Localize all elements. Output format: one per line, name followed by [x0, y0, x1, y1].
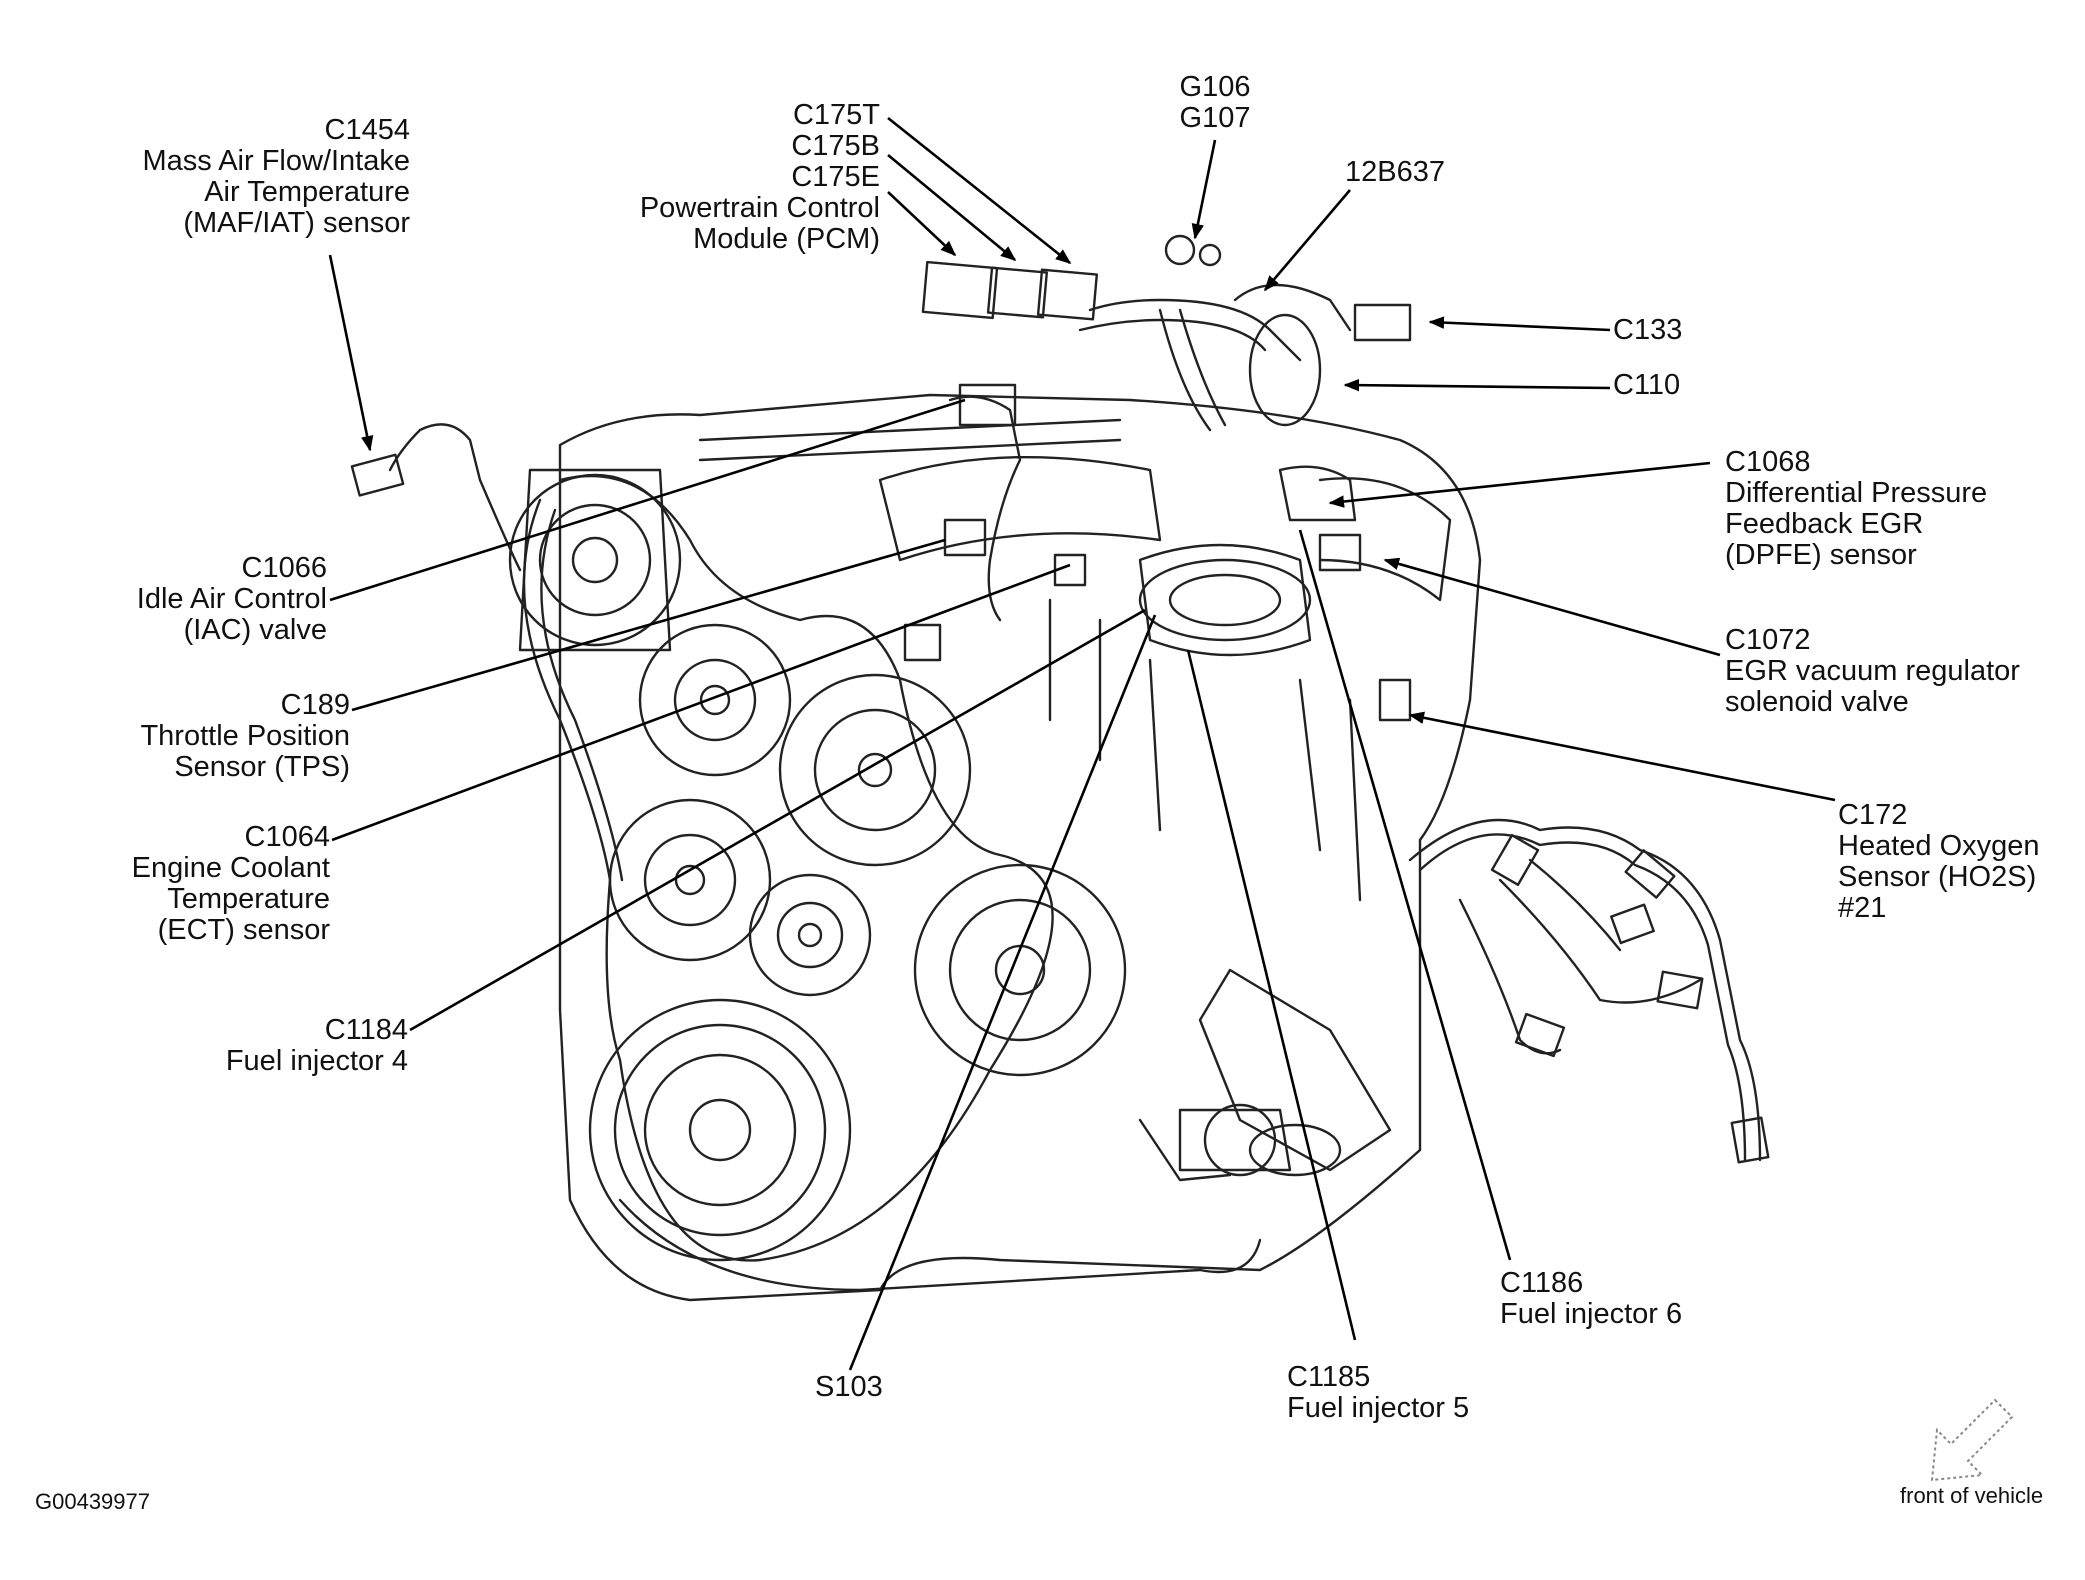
- label-harness-12b637: 12B637: [1345, 156, 1445, 188]
- label-front-of-vehicle: front of vehicle: [1900, 1483, 2044, 1508]
- label-splice-s103: S103: [815, 1371, 883, 1403]
- front-direction-arrow-icon: [1930, 1398, 2014, 1482]
- label-c133: C133: [1613, 314, 1683, 346]
- label-c110: C110: [1613, 369, 1681, 401]
- figure-id: G00439977: [35, 1489, 150, 1514]
